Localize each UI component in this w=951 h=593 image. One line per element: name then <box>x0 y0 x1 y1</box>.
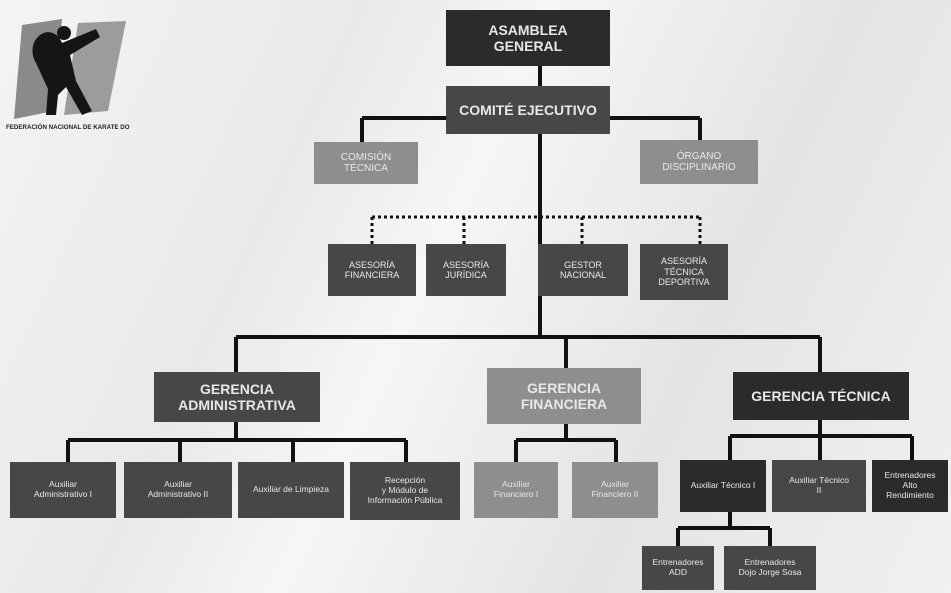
gerencia-financiera-box: GERENCIA FINANCIERA <box>487 368 641 424</box>
auxiliar-administrativo-1-box: Auxiliar Administrativo I <box>10 462 116 518</box>
auxiliar-limpieza-box: Auxiliar de Limpieza <box>238 462 344 518</box>
auxiliar-tecnico-1-box: Auxiliar Técnico I <box>680 460 766 512</box>
entrenadores-dojo-box: Entrenadores Dojo Jorge Sosa <box>724 546 816 590</box>
auxiliar-financiero-1-box: Auxiliar Financiero I <box>474 462 558 518</box>
gerencia-tecnica-box: GERENCIA TÉCNICA <box>733 372 909 420</box>
entrenadores-add-box: Entrenadores ADD <box>642 546 714 590</box>
comite-ejecutivo-box: COMITÉ EJECUTIVO <box>446 86 610 134</box>
logo-federation-text: FEDERACIÓN NACIONAL DE KARATE DO <box>6 123 130 131</box>
auxiliar-administrativo-2-box: Auxiliar Administrativo II <box>124 462 232 518</box>
recepcion-box: Recepción y Módulo de Información Públic… <box>350 462 460 520</box>
gestor-nacional-box: GESTOR NACIONAL <box>538 244 628 296</box>
asesoria-juridica-box: ASESORÍA JURÍDICA <box>426 244 506 296</box>
comision-tecnica-box: COMISIÓN TÉCNICA <box>314 142 418 184</box>
auxiliar-financiero-2-box: Auxiliar Financiero II <box>572 462 658 518</box>
karate-fighter-icon: FEDERACIÓN NACIONAL DE KARATE DO <box>6 19 130 131</box>
entrenadores-alto-rendimiento-box: Entrenadores Alto Rendimiento <box>872 460 948 512</box>
karate-do-logo: FEDERACIÓN NACIONAL DE KARATE DO <box>0 15 150 165</box>
asesoria-financiera-box: ASESORÍA FINANCIERA <box>328 244 416 296</box>
asamblea-general-box: ASAMBLEA GENERAL <box>446 10 610 66</box>
auxiliar-tecnico-2-box: Auxiliar Técnico II <box>772 460 866 512</box>
organo-disciplinario-box: ÓRGANO DISCIPLINARIO <box>640 140 758 184</box>
gerencia-administrativa-box: GERENCIA ADMINISTRATIVA <box>154 372 320 422</box>
asesoria-tecnica-deportiva-box: ASESORÍA TÉCNICA DEPORTIVA <box>640 244 728 300</box>
